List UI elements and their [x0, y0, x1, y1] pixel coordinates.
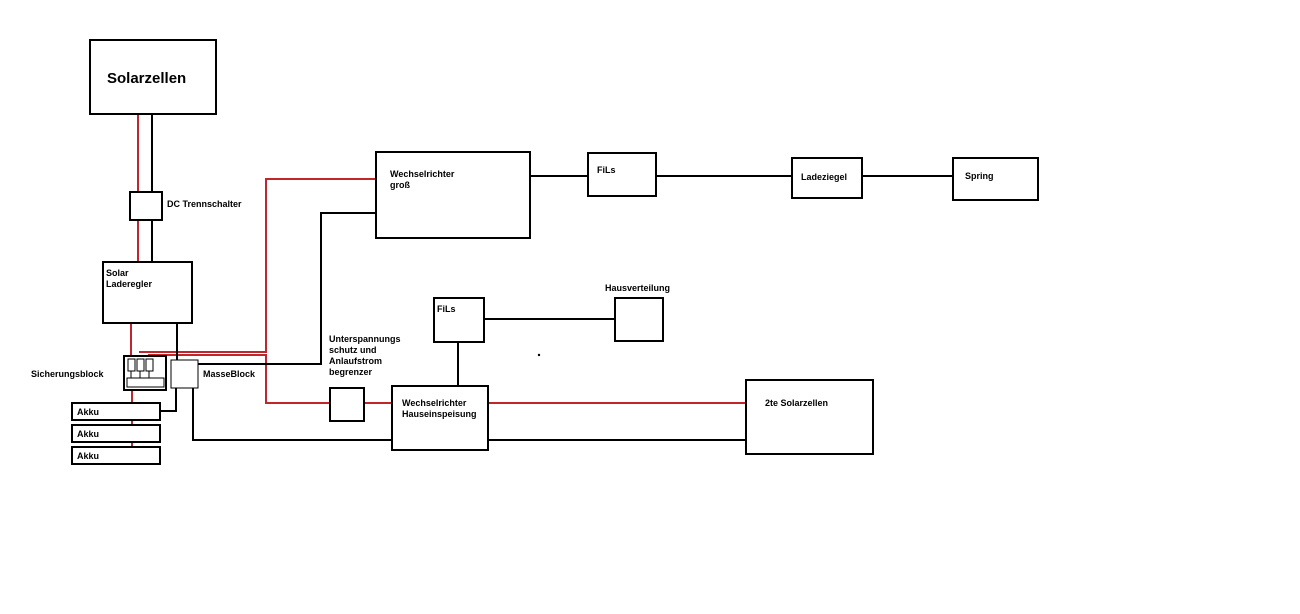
unterspannungsschutz-label: Unterspannungs schutz und Anlaufstrom be…: [329, 334, 401, 377]
akku-label-3: Akku: [77, 451, 100, 461]
component-boxes: [71, 39, 1039, 465]
fuse-1-icon: [127, 358, 136, 372]
masseblock-label: MasseBlock: [203, 369, 256, 379]
ladeziegel-label: Ladeziegel: [801, 172, 848, 182]
akku-label-1: Akku: [77, 407, 100, 417]
spring-label: Spring: [965, 171, 994, 181]
fils-top-box: [587, 152, 657, 197]
spring-box: [952, 157, 1039, 201]
sicherungsblock-label: Sicherungsblock: [31, 369, 104, 379]
wechselrichter-gross-box: [375, 151, 531, 239]
fils-mid-box: [433, 297, 485, 343]
wire-mass-to-inverter-big: [198, 212, 376, 365]
solarzellen-2-box: [745, 379, 874, 455]
akku-label-2: Akku: [77, 429, 100, 439]
fuse-2-icon: [136, 358, 145, 372]
hausverteilung-box: [614, 297, 664, 342]
solarzellen-label: Solarzellen: [107, 70, 187, 87]
unterspannungsschutz-box: [329, 387, 365, 422]
wire-mass-to-inverter-house: [192, 388, 392, 441]
wechselrichter-haus-label: Wechselrichter Hauseinspeisung: [402, 398, 477, 419]
akku-box-2: [71, 424, 161, 443]
dc-trennschalter-box: [129, 191, 163, 221]
solar-laderegler-label: Solar Laderegler: [106, 268, 153, 289]
wire-fuse-to-protection-positive: [148, 354, 330, 404]
solarzellen-box: [89, 39, 217, 115]
masseblock-box: [170, 359, 199, 389]
fuse-details: [126, 358, 165, 388]
negative-wires: [145, 114, 953, 464]
fuse-busbar-icon: [126, 377, 165, 388]
ladeziegel-box: [791, 157, 863, 199]
hausverteilung-label: Hausverteilung: [605, 283, 671, 293]
solarzellen-2-label: 2te Solarzellen: [765, 398, 829, 408]
akku-box-1: [71, 402, 161, 421]
stray-dot: [537, 353, 541, 357]
wechselrichter-haus-box: [391, 385, 489, 451]
wire-fuse-to-inverter-big-positive: [139, 178, 376, 353]
dc-trennschalter-label: DC Trennschalter: [167, 199, 242, 209]
wechselrichter-gross-label: Wechselrichter groß: [390, 169, 455, 190]
fuse-3-icon: [145, 358, 154, 372]
fils-top-label: FiLs: [597, 165, 616, 175]
solar-laderegler-box: [102, 261, 193, 324]
fils-mid-label: FiLs: [437, 304, 456, 314]
akku-box-3: [71, 446, 161, 465]
